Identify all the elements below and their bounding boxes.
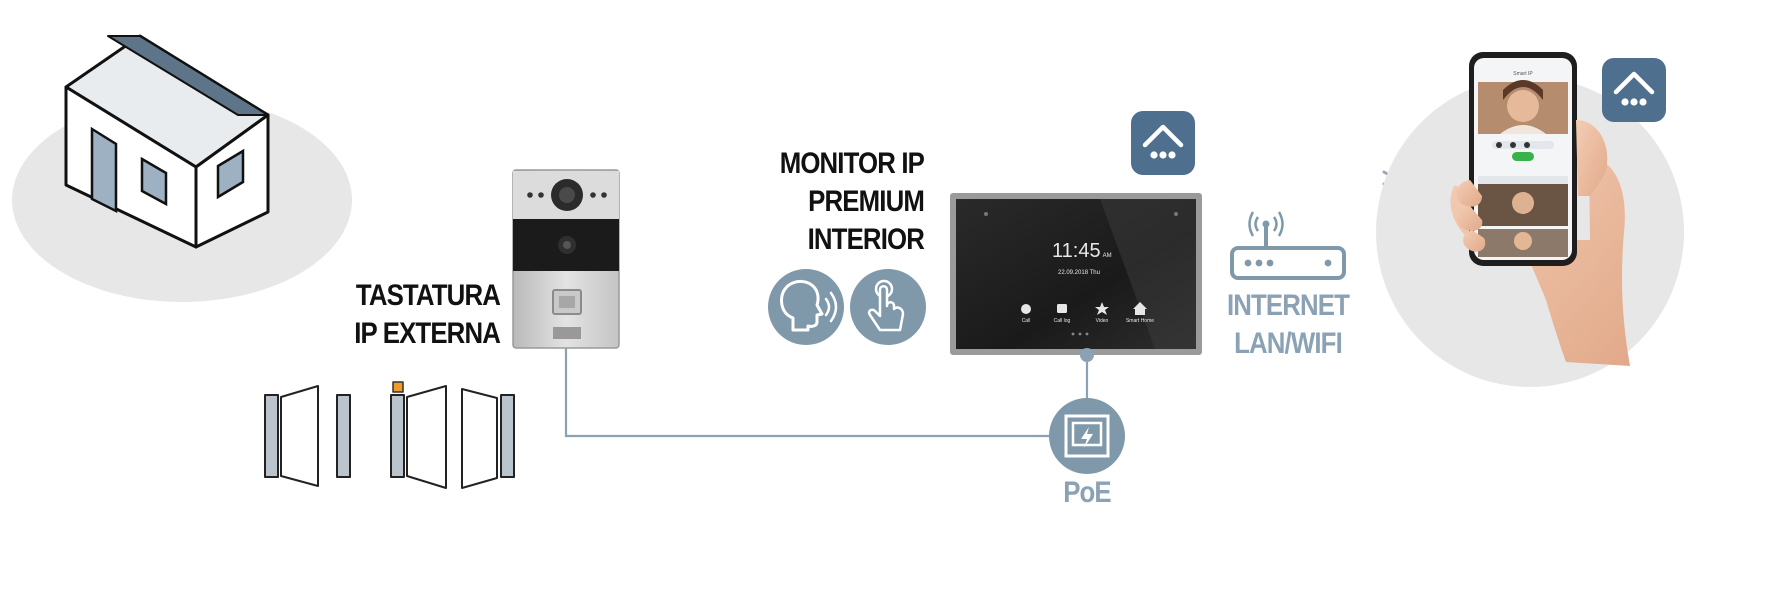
monitor-app-label-call: Call — [1021, 318, 1031, 324]
outdoor-panel-label: TASTATURA IP EXTERNA — [319, 277, 501, 353]
indoor-monitor-device — [950, 193, 1202, 362]
monitor-time-suffix: AM — [1102, 253, 1112, 259]
smart-home-app-icon-small[interactable] — [1133, 302, 1147, 315]
monitor-label-line2: PREMIUM — [808, 185, 925, 218]
house-illustration — [12, 34, 352, 302]
gate-illustration — [264, 381, 515, 489]
outdoor-panel-device — [512, 169, 620, 349]
smart-home-app-icon[interactable] — [1131, 111, 1195, 175]
monitor-label-line3: INTERIOR — [807, 223, 925, 256]
call-log-app-icon[interactable] — [1057, 304, 1067, 313]
poe-label: PoE — [1063, 476, 1111, 509]
call-app-icon[interactable] — [1021, 304, 1031, 314]
monitor-label: MONITOR IP PREMIUM INTERIOR — [731, 145, 925, 259]
monitor-app-label-smart-home: Smart Home — [1125, 318, 1155, 324]
touch-control-icon — [850, 269, 926, 345]
outdoor-panel-label-line2: IP EXTERNA — [354, 317, 501, 350]
outdoor-panel-label-line1: TASTATURA — [355, 279, 501, 312]
smart-home-app-icon-phone[interactable] — [1602, 58, 1666, 122]
router-icon — [1230, 211, 1346, 280]
monitor-date: 22.09.2018 Thu — [1058, 270, 1100, 276]
voice-control-icon — [768, 269, 844, 345]
monitor-app-label-video: Video — [1095, 318, 1109, 324]
poe-cable — [564, 348, 1089, 438]
monitor-time: 11:45 — [1052, 240, 1101, 262]
video-app-icon[interactable] — [1095, 302, 1109, 315]
network-label: INTERNET LAN/WIFI — [1212, 287, 1363, 363]
monitor-app-label-call-log: Call log — [1053, 318, 1071, 324]
network-label-line1: INTERNET — [1226, 289, 1350, 322]
ethernet-port-icon — [1049, 398, 1125, 474]
monitor-label-line1: MONITOR IP — [779, 147, 925, 180]
phone-header: Smart IP — [1513, 71, 1533, 77]
smartphone-in-hand — [1376, 52, 1684, 387]
monitor-app-icons — [1021, 302, 1147, 315]
network-label-line2: LAN/WIFI — [1234, 327, 1343, 360]
